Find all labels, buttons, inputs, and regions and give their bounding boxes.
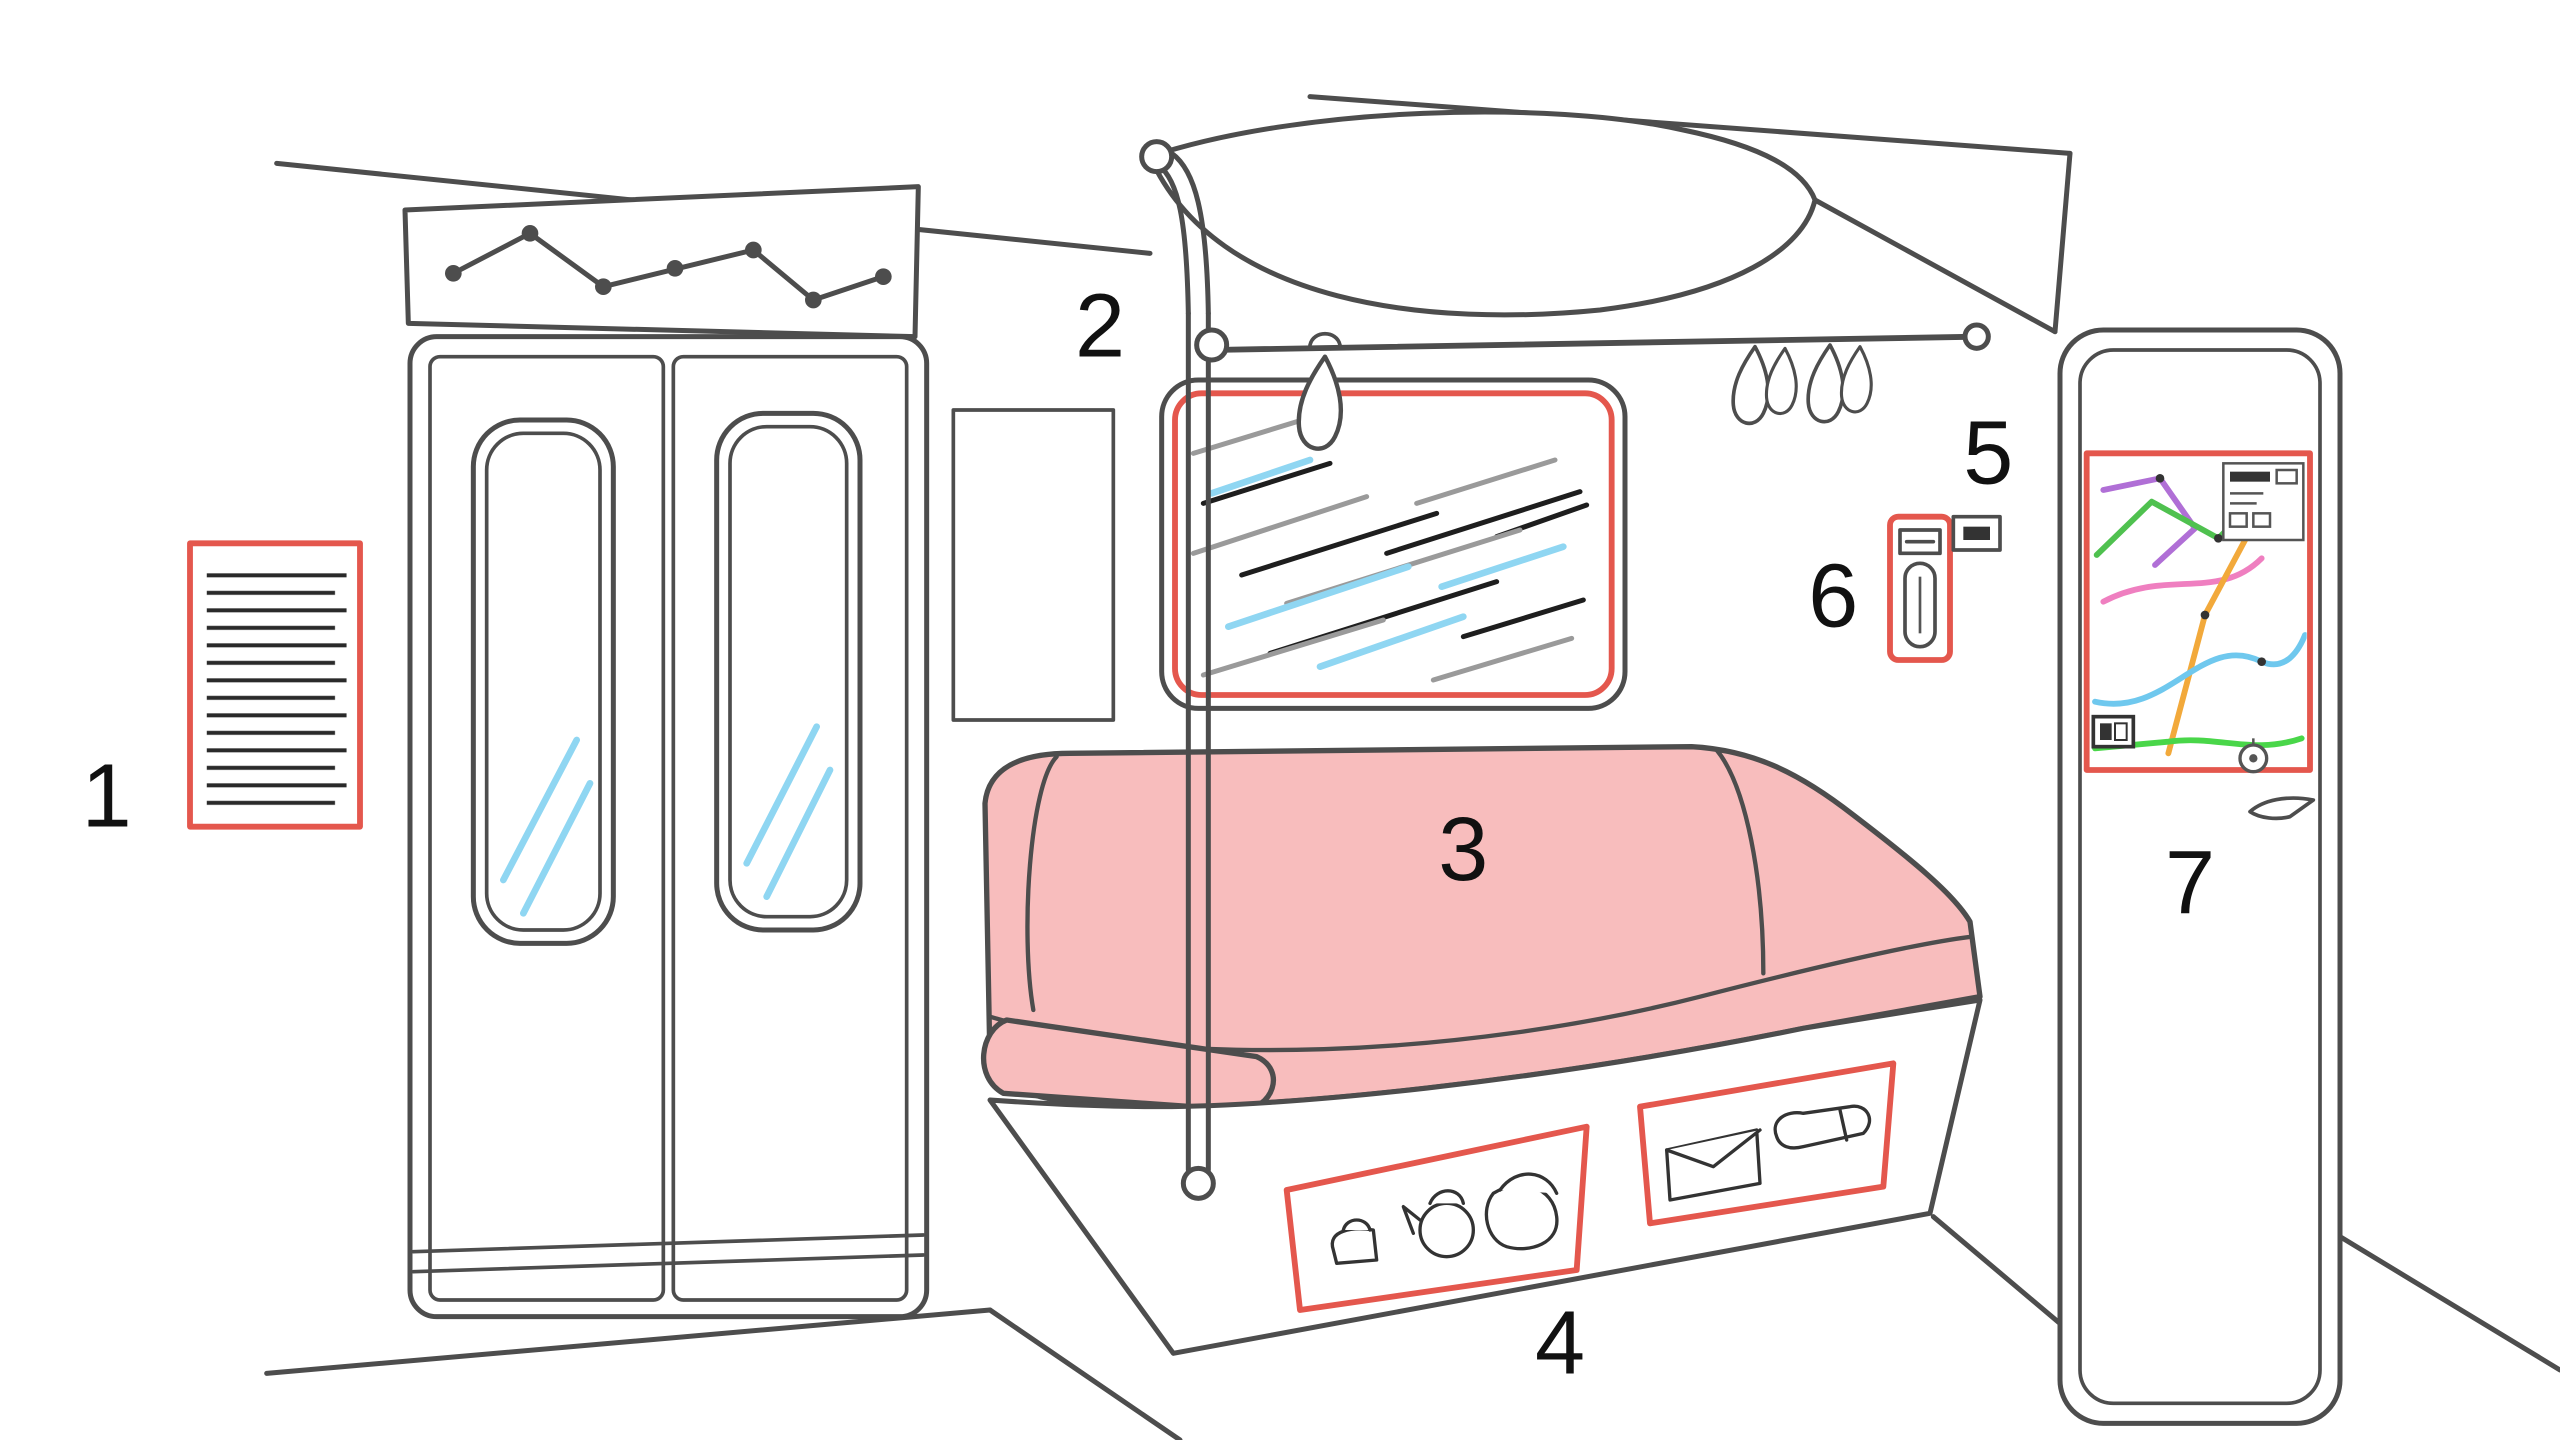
bench-seat [980, 744, 1983, 1113]
map-compass-icon [2238, 738, 2269, 774]
window-glass-streaks [1190, 414, 1590, 683]
ad-panel [951, 408, 1116, 722]
handrail [1208, 322, 1991, 353]
intercom-button [1898, 528, 1942, 556]
label-6: 6 [1808, 547, 1858, 647]
label-7: 7 [2165, 833, 2215, 933]
stanchion-pole [1139, 139, 1230, 1201]
label-5: 5 [1963, 403, 2013, 503]
label-3: 3 [1438, 800, 1488, 900]
poster-text-lines [206, 563, 347, 814]
pole-rail-junction [1194, 327, 1230, 363]
ceiling-rack [1147, 109, 1818, 318]
map-badge [2091, 714, 2136, 749]
label-4: 4 [1535, 1293, 1585, 1393]
label-2: 2 [1075, 277, 1125, 377]
luggage-icons-left [1330, 1172, 1559, 1266]
hand-straps [1299, 331, 1873, 449]
storage-window-left [1283, 1123, 1590, 1313]
under-seat-storage [987, 997, 1983, 1356]
wall-poster [187, 540, 363, 830]
map-legend [2222, 462, 2305, 542]
above-door-route-display [402, 184, 921, 340]
coat-hook [2248, 796, 2316, 821]
luggage-icons-right [1665, 1104, 1872, 1202]
storage-window-right [1637, 1060, 1897, 1227]
emergency-intercom [1887, 513, 2002, 663]
route-map [2083, 450, 2313, 774]
train-window [1159, 377, 1628, 711]
map-route-lines [2092, 468, 2307, 757]
door-window-right [714, 410, 863, 933]
label-1: 1 [82, 747, 132, 847]
callout-labels: 1 2 3 4 5 6 7 [82, 277, 2215, 1394]
door-window-left [470, 417, 616, 946]
train-doors [407, 334, 930, 1320]
intercom-handle [1903, 561, 1937, 649]
speaker-box [1951, 514, 2002, 552]
